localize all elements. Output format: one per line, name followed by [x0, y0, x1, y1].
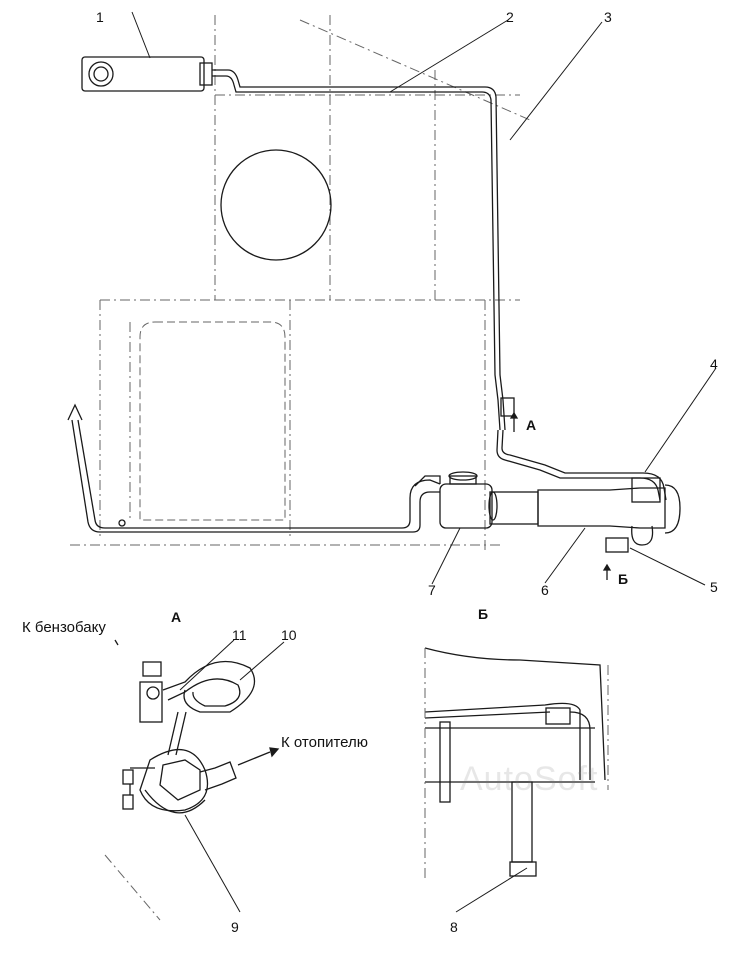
fuel-filter-a [500, 397, 515, 417]
view-a-arrows [114, 639, 280, 766]
door-window [139, 321, 286, 521]
part-6-heater [489, 477, 681, 546]
view-a-detail [122, 660, 256, 814]
view-b-frame [424, 648, 609, 880]
view-a-title: А [171, 609, 182, 625]
section-marker-b: Б [618, 571, 629, 587]
part-5 [605, 537, 629, 553]
marker-arrows [509, 411, 612, 580]
view-b-title: Б [478, 606, 489, 622]
fuel-pipe [212, 69, 667, 501]
view-a-frame [104, 854, 161, 921]
callout-4: 4 [710, 356, 718, 372]
callout-1: 1 [96, 9, 104, 25]
callout-11: 11 [232, 627, 247, 643]
leader-lines [131, 11, 717, 913]
part-1-unit [81, 56, 213, 92]
cab-outline [70, 15, 531, 550]
callout-2: 2 [506, 9, 514, 25]
callout-10: 10 [281, 627, 297, 643]
note-to-heater: К отопителю [281, 734, 369, 751]
callout-6: 6 [541, 582, 549, 598]
callout-7: 7 [428, 582, 436, 598]
callout-9: 9 [231, 919, 239, 935]
callout-5: 5 [710, 579, 718, 595]
watermark: AutoSoft [460, 760, 599, 798]
view-b-detail [424, 647, 606, 877]
part-7-valve [439, 471, 498, 529]
wheel-arch [220, 149, 332, 261]
exhaust-pipe [67, 403, 441, 533]
note-to-fuel-tank: К бензобаку [22, 619, 106, 636]
callout-8: 8 [450, 919, 458, 935]
callout-3: 3 [604, 9, 612, 25]
section-marker-a: А [526, 417, 537, 433]
